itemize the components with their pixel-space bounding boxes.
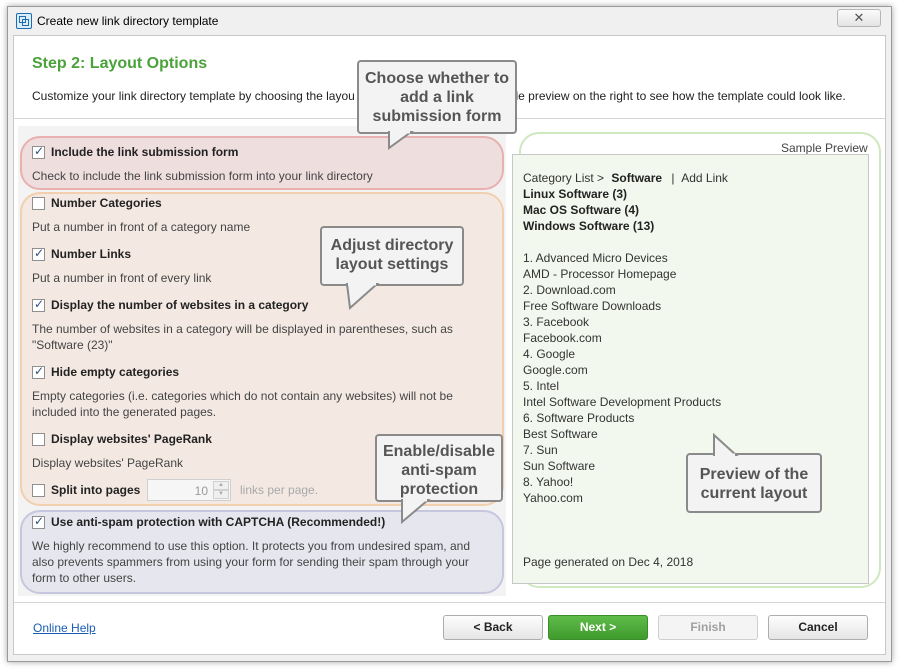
- number-categories-desc: Put a number in front of a category name: [32, 220, 251, 234]
- callout-preview: Preview of the current layout: [686, 453, 822, 513]
- number-links-checkbox[interactable]: [32, 246, 45, 261]
- preview-pane: Category List > Software | Add Link Linu…: [512, 154, 869, 584]
- preview-link-desc: Google.com: [523, 363, 588, 377]
- number-categories-label[interactable]: Number Categories: [51, 196, 162, 210]
- step-description-start: Customize your link directory template b…: [32, 89, 355, 103]
- dialog-window: Create new link directory template ✕ Ste…: [7, 6, 892, 662]
- callout-layout-settings: Adjust directory layout settings: [320, 226, 464, 286]
- display-count-desc: The number of websites in a category wil…: [32, 322, 453, 352]
- breadcrumb-prefix: Category List >: [523, 171, 605, 185]
- preview-category: Mac OS Software (4): [523, 203, 640, 217]
- submission-form-checkbox[interactable]: [32, 144, 45, 159]
- captcha-label[interactable]: Use anti-spam protection with CAPTCHA (R…: [51, 515, 386, 529]
- number-categories-checkbox[interactable]: [32, 197, 45, 210]
- hide-empty-checkbox[interactable]: [32, 364, 45, 379]
- hide-empty-desc: Empty categories (i.e. categories which …: [32, 389, 453, 419]
- preview-link-desc: AMD - Processor Homepage: [523, 267, 677, 281]
- captcha-checkbox[interactable]: [32, 514, 45, 529]
- hide-empty-label[interactable]: Hide empty categories: [51, 365, 180, 379]
- preview-link-desc: Yahoo.com: [523, 491, 583, 505]
- number-links-label[interactable]: Number Links: [51, 247, 132, 261]
- split-pages-checkbox[interactable]: [32, 484, 45, 497]
- preview-breadcrumb: Category List > Software | Add Link: [523, 171, 728, 185]
- preview-generated-date: Page generated on Dec 4, 2018: [523, 555, 694, 569]
- preview-link: 4. Google: [523, 347, 576, 361]
- callout-antispam: Enable/disable anti-spam protection: [375, 434, 503, 502]
- captcha-desc: We highly recommend to use this option. …: [32, 539, 470, 585]
- step-description: Customize your link directory template b…: [32, 89, 846, 103]
- preview-link: 2. Download.com: [523, 283, 616, 297]
- preview-link: 7. Sun: [523, 443, 558, 457]
- breadcrumb-separator: |: [671, 171, 675, 185]
- antispam-highlight: [20, 510, 504, 594]
- links-per-page-suffix: links per page.: [240, 483, 319, 497]
- submission-form-label[interactable]: Include the link submission form: [51, 145, 239, 159]
- split-pages-label[interactable]: Split into pages: [51, 483, 141, 497]
- pagerank-label[interactable]: Display websites' PageRank: [51, 432, 212, 446]
- preview-category: Linux Software (3): [523, 187, 628, 201]
- add-link: Add Link: [681, 171, 728, 185]
- online-help-link[interactable]: Online Help: [33, 621, 96, 635]
- links-per-page-stepper[interactable]: 10 ▲ ▼: [147, 479, 231, 501]
- preview-category: Windows Software (13): [523, 219, 655, 233]
- pagerank-checkbox[interactable]: [32, 433, 45, 446]
- footer-divider: [14, 602, 885, 603]
- pagerank-desc: Display websites' PageRank: [32, 456, 184, 470]
- preview-link-desc: Free Software Downloads: [523, 299, 662, 313]
- window-title: Create new link directory template: [37, 14, 219, 28]
- stepper-up-icon[interactable]: ▲: [213, 481, 229, 490]
- options-panel: [18, 126, 506, 596]
- app-icon: [16, 13, 32, 29]
- next-button[interactable]: Next >: [548, 615, 648, 640]
- callout-tail-icon: [388, 130, 415, 150]
- preview-link-desc: Intel Software Development Products: [523, 395, 722, 409]
- preview-link-desc: Best Software: [523, 427, 598, 441]
- submission-form-desc: Check to include the link submission for…: [32, 169, 373, 183]
- sample-preview-label: Sample Preview: [781, 141, 868, 155]
- preview-link: 6. Software Products: [523, 411, 635, 425]
- dialog-content: Step 2: Layout Options Customize your li…: [13, 35, 886, 655]
- number-links-desc: Put a number in front of every link: [32, 271, 212, 285]
- cancel-button[interactable]: Cancel: [768, 615, 868, 640]
- submission-form-highlight: [20, 136, 504, 190]
- callout-tail-icon: [713, 432, 739, 457]
- back-button[interactable]: < Back: [443, 615, 543, 640]
- preview-link: 1. Advanced Micro Devices: [523, 251, 668, 265]
- callout-tail-icon: [401, 498, 431, 525]
- step-title: Step 2: Layout Options: [32, 55, 208, 72]
- breadcrumb-current: Software: [611, 171, 663, 185]
- step-description-end: ple preview on the right to see how the …: [508, 89, 846, 103]
- stepper-down-icon[interactable]: ▼: [213, 490, 229, 499]
- preview-link: 8. Yahoo!: [523, 475, 574, 489]
- preview-link: 5. Intel: [523, 379, 560, 393]
- close-button[interactable]: ✕: [837, 9, 881, 27]
- preview-link-desc: Sun Software: [523, 459, 596, 473]
- links-per-page-value: 10: [194, 484, 208, 498]
- callout-tail-icon: [345, 282, 380, 311]
- title-bar: Create new link directory template ✕: [8, 7, 891, 35]
- preview-link: 3. Facebook: [523, 315, 590, 329]
- preview-link-desc: Facebook.com: [523, 331, 602, 345]
- callout-submission-form: Choose whether to add a link submission …: [357, 60, 517, 134]
- finish-button[interactable]: Finish: [658, 615, 758, 640]
- display-count-label[interactable]: Display the number of websites in a cate…: [51, 298, 309, 312]
- display-count-checkbox[interactable]: [32, 297, 45, 312]
